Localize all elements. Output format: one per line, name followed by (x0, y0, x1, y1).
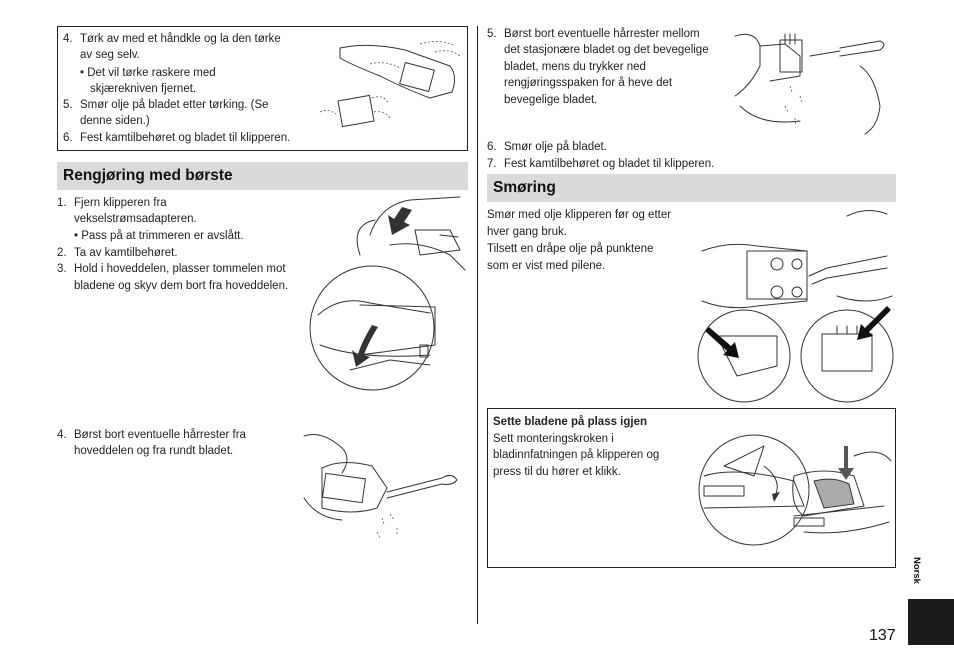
paragraph-line: Smør med olje klipperen før og etter (487, 209, 672, 221)
drying-instructions-box (57, 26, 468, 151)
paragraph-line: som er vist med pilene. (487, 260, 606, 272)
step-text: rengjøringsspaken for å heve det (504, 77, 673, 89)
step-number: 4. (63, 33, 73, 45)
step-text: denne siden.) (80, 115, 150, 127)
paragraph-line: bladinnfatningen på klipperen og (493, 449, 660, 461)
step-number: 2. (57, 247, 67, 259)
step-text: Børst bort eventuelle hårrester fra (74, 429, 246, 441)
step-number: 5. (487, 28, 497, 40)
step-text: Smør olje på bladet etter tørking. (Se (80, 99, 269, 111)
step-number: 1. (57, 197, 67, 209)
step-text: av seg selv. (80, 49, 140, 61)
step-text: Ta av kamtilbehøret. (74, 247, 178, 259)
oiling-illustration (697, 210, 894, 403)
step-text: Smør olje på bladet. (504, 141, 607, 153)
paragraph-line: hver gang bruk. (487, 226, 567, 238)
section-header-lubrication: Smøring (487, 174, 896, 202)
paragraph-line: Tilsett en dråpe olje på punktene (487, 243, 654, 255)
step-number: 7. (487, 158, 497, 170)
reattach-illustration (698, 434, 892, 546)
step-number: 6. (63, 132, 73, 144)
step-text: Børst bort eventuelle hårrester mellom (504, 28, 700, 40)
column-divider (477, 26, 478, 624)
bullet-text: skjærekniven fjernet. (90, 83, 197, 95)
step-number: 5. (63, 99, 73, 111)
clipper-drying-illustration (319, 41, 461, 128)
step-text: bladet, mens du trykker ned (504, 61, 646, 73)
paragraph-line: press til du hører et klikk. (493, 466, 621, 478)
reattach-title: Sette bladene på plass igjen (493, 416, 648, 428)
step-text: Fest kamtilbehøret og bladet til klipper… (80, 132, 291, 144)
side-language-tab (908, 599, 954, 645)
side-language-label: Norsk (911, 557, 922, 584)
step-text: Fjern klipperen fra (74, 197, 167, 209)
step-text: bladene og skyv dem bort fra hoveddelen. (74, 280, 289, 292)
reattach-blades-box (487, 408, 896, 568)
step-text: hoveddelen og fra rundt bladet. (74, 445, 234, 457)
step-number: 3. (57, 263, 67, 275)
step-text: vekselstrømsadapteren. (74, 213, 197, 225)
bullet-text: • Pass på at trimmeren er avslått. (74, 230, 244, 242)
brushing-body-illustration (303, 434, 458, 539)
step-text: Fest kamtilbehøret og bladet til klipper… (504, 158, 715, 170)
step-text: Hold i hoveddelen, plasser tommelen mot (74, 263, 286, 275)
step-text: det stasjonære bladet og det bevegelige (504, 44, 709, 56)
section-header-brush-cleaning: Rengjøring med børste (57, 162, 468, 190)
step-text: Tørk av med et håndkle og la den tørke (80, 33, 281, 45)
blade-removal-illustration (309, 196, 466, 391)
paragraph-line: Sett monteringskroken i (493, 433, 614, 445)
step-number: 6. (487, 141, 497, 153)
step-number: 4. (57, 429, 67, 441)
step-text: bevegelige bladet. (504, 94, 598, 106)
blade-brushing-illustration (734, 33, 885, 135)
bullet-text: • Det vil tørke raskere med (80, 67, 216, 79)
page-number: 137 (869, 627, 896, 644)
